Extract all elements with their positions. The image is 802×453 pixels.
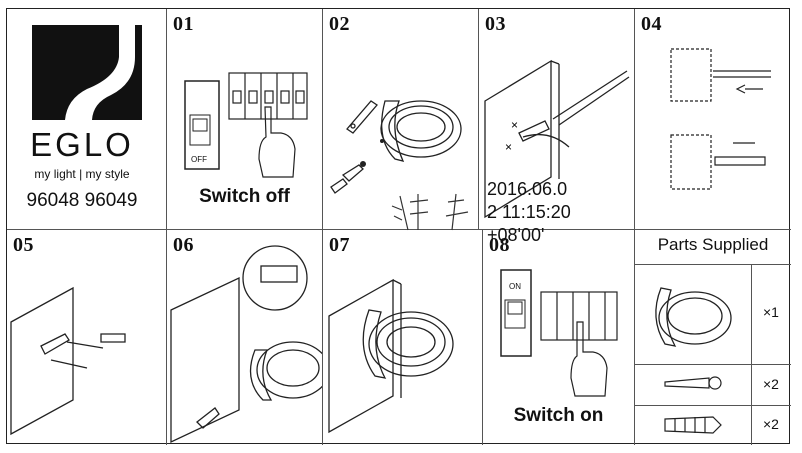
eglo-logo-icon — [32, 25, 142, 120]
breaker-switch-on-illustration — [500, 269, 618, 397]
step-08-cell: 08 ON Switch on — [483, 230, 635, 445]
svg-text:×: × — [505, 140, 512, 154]
timestamp-line: +08'00' — [487, 225, 545, 245]
instruction-sheet: EGLO my light | my style 96048 96049 01 … — [6, 8, 791, 445]
step-03-cell: 03 × × — [479, 9, 635, 230]
svg-text:×: × — [511, 118, 518, 132]
step-01-cell: 01 OFF Switch off — [167, 9, 323, 230]
signature-mark-icon — [391, 193, 469, 231]
remove-mounting-plate-illustration — [330, 100, 462, 194]
step-number: 04 — [641, 13, 662, 35]
parts-title: Parts Supplied — [657, 235, 769, 254]
mounted-lamp-illustration — [328, 278, 454, 434]
step-number: 07 — [329, 234, 350, 256]
step-04-cell: 04 — [635, 9, 791, 230]
step-number: 02 — [329, 13, 350, 35]
brand-cell: EGLO my light | my style 96048 96049 — [7, 9, 167, 230]
lamp-icon — [655, 287, 732, 347]
step-caption: Switch on — [513, 405, 604, 426]
timestamp-line: 2016.06.0 — [487, 179, 568, 199]
step-05-cell: 05 — [7, 230, 167, 445]
step-number: 08 — [489, 234, 510, 256]
switch-label: OFF — [191, 155, 207, 164]
step-number: 05 — [13, 234, 34, 256]
parts-supplied-cell: Parts Supplied ×1 ×2 — [635, 230, 791, 445]
step-number: 01 — [173, 13, 194, 35]
wall-plug-icon — [664, 416, 722, 434]
step-number: 06 — [173, 234, 194, 256]
brand-name: EGLO — [30, 126, 134, 163]
breaker-switch-off-illustration — [184, 72, 308, 178]
part-quantity: ×1 — [763, 304, 779, 320]
step-number: 03 — [485, 13, 506, 35]
step-02-cell: 02 — [323, 9, 479, 230]
switch-label: ON — [509, 282, 521, 291]
step-07-cell: 07 — [323, 230, 483, 445]
model-numbers: 96048 96049 — [26, 190, 138, 211]
step-06-cell: 06 — [167, 230, 323, 445]
timestamp-stamp: 2016.06.0 2 11:15:20 +08'00' — [487, 178, 571, 247]
screw-icon — [664, 376, 722, 390]
fix-mounting-plate-illustration — [10, 286, 126, 436]
part-quantity: ×2 — [763, 416, 779, 432]
brand-tagline: my light | my style — [34, 167, 130, 181]
mark-holes-illustration: × × — [484, 59, 630, 219]
timestamp-line: 2 11:15:20 — [487, 202, 571, 222]
part-quantity: ×2 — [763, 376, 779, 392]
step-caption: Switch off — [199, 186, 290, 207]
drill-and-plug-illustration — [670, 48, 771, 190]
connect-wires-illustration — [170, 245, 322, 444]
